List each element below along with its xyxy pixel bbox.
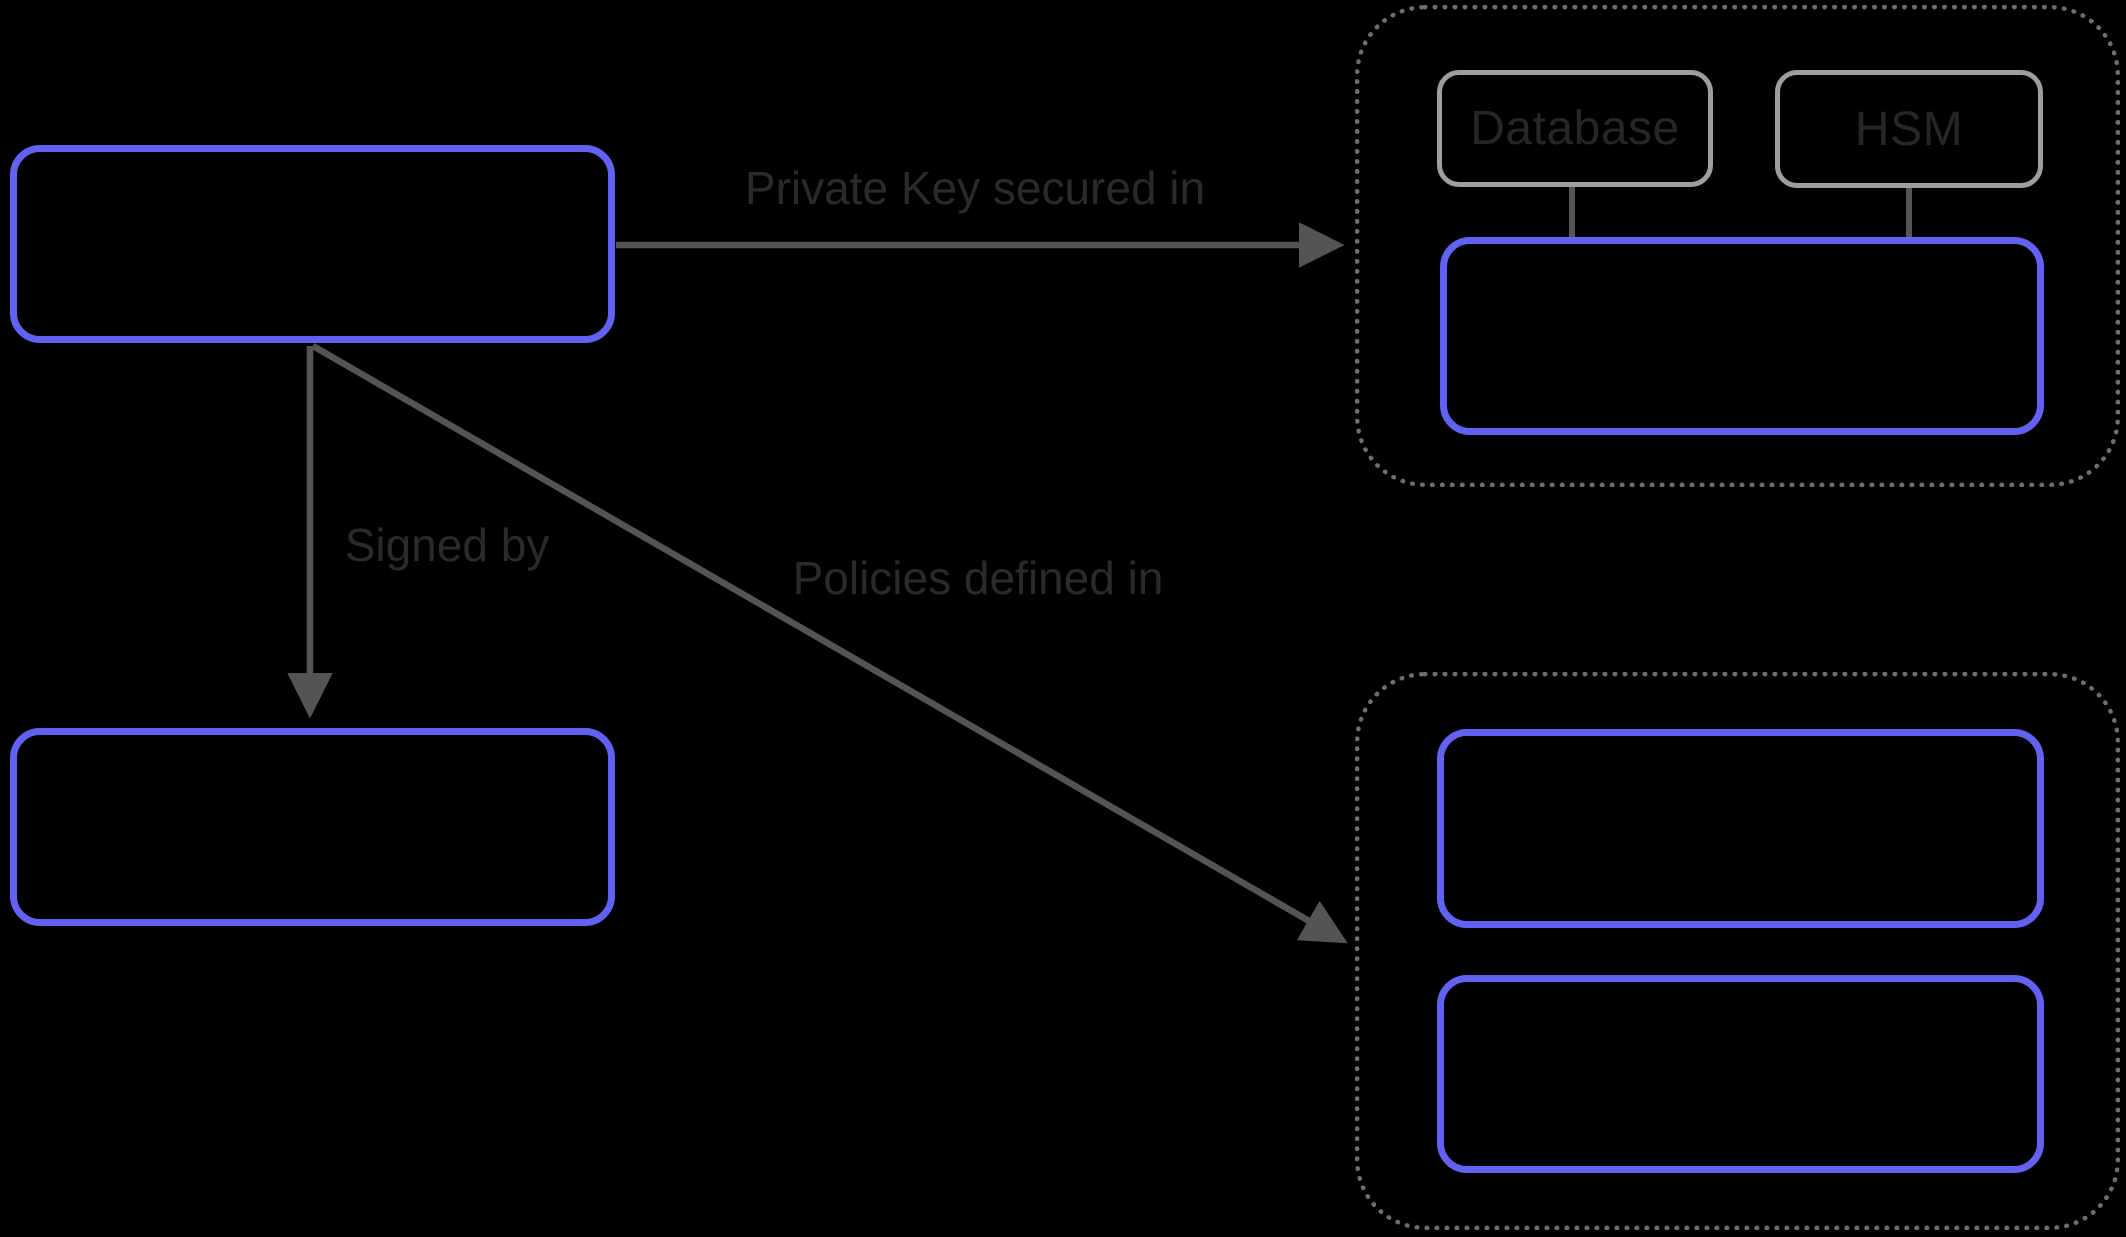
hsm-node-box: HSM: [1775, 70, 2043, 188]
secure-storage-group: [1355, 5, 2120, 487]
key-store-node-box: [1440, 237, 2044, 435]
edge-label-private-key: Private Key secured in: [744, 162, 1206, 214]
edge-label-signed-by: Signed by: [344, 519, 550, 571]
database-node-label: Database: [1470, 102, 1680, 155]
policies-group: [1355, 672, 2120, 1230]
hsm-node-label: HSM: [1854, 102, 1964, 156]
edge-label-policies: Policies defined in: [792, 552, 1164, 604]
signed-target-node-box: [10, 728, 615, 926]
policy-node-lower-box: [1437, 975, 2044, 1173]
policy-node-upper-box: [1437, 729, 2044, 928]
primary-node-box: [10, 145, 615, 343]
database-node-box: Database: [1437, 70, 1713, 187]
